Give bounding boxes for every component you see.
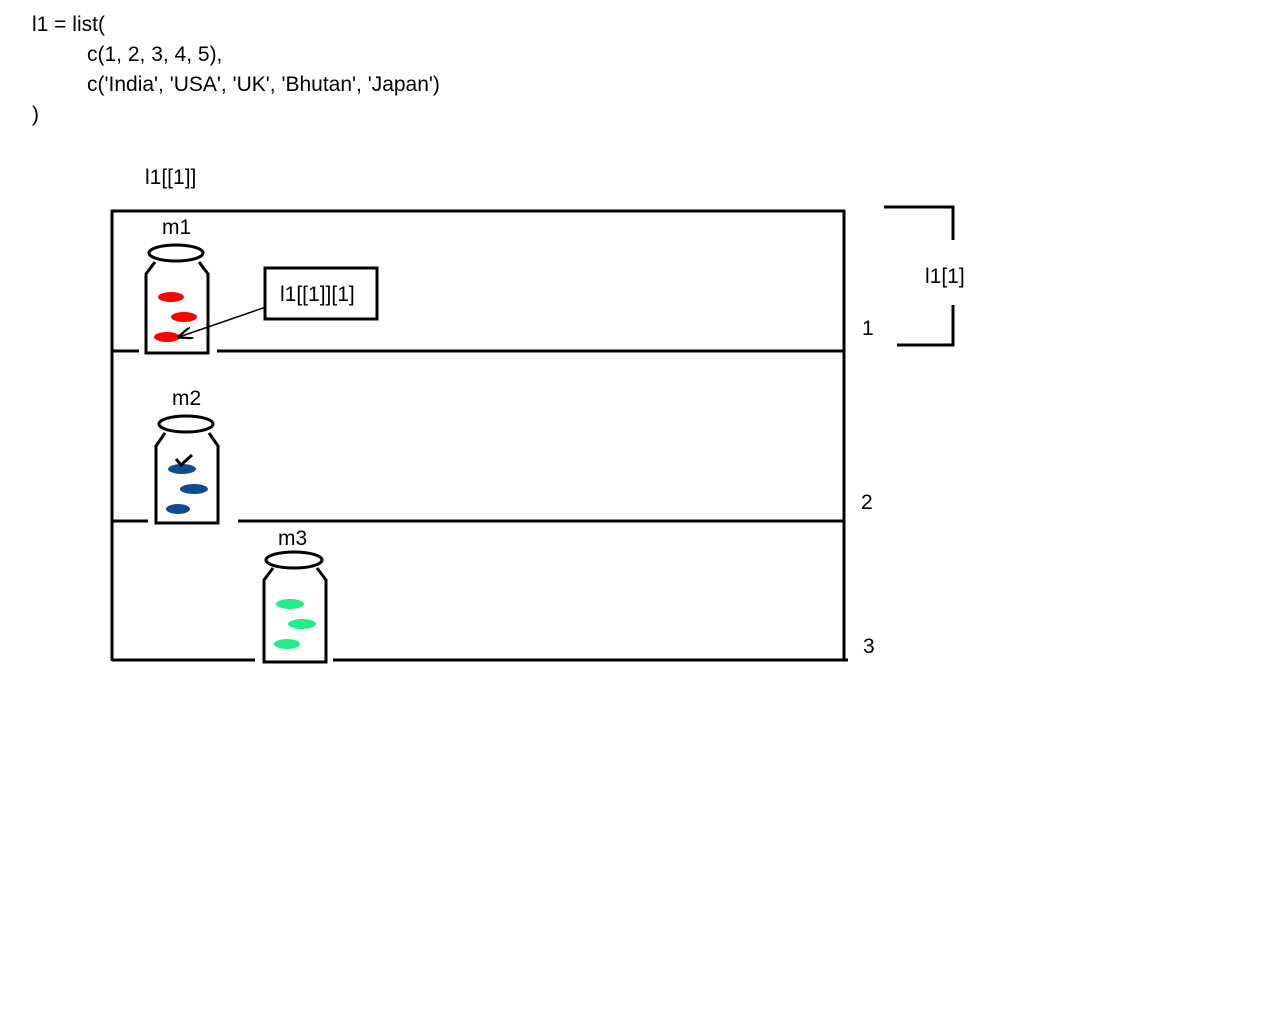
pill (288, 619, 316, 629)
jar-body (262, 567, 328, 664)
pill (171, 312, 197, 322)
callout: l1[[1]][1] (179, 266, 379, 337)
cabinet-frame (110, 209, 848, 662)
pill (180, 484, 208, 494)
element-bracket (884, 205, 955, 347)
jar-m3 (255, 550, 333, 665)
shelf-number-1: 1 (862, 317, 874, 340)
pills (166, 464, 208, 514)
code-line-4: ) (32, 103, 39, 126)
bracket-label: l1[1] (925, 265, 965, 288)
code-line-1: l1 = list( (32, 13, 105, 36)
pill (274, 639, 300, 649)
jar-label-m3: m3 (278, 527, 307, 550)
pill (168, 464, 196, 474)
code-block: l1 = list( c(1, 2, 3, 4, 5), c('India', … (32, 10, 440, 130)
jar-lid (147, 243, 205, 263)
pills (154, 292, 197, 342)
callout-arrow (179, 306, 267, 337)
callout-box (263, 266, 379, 321)
jar-m1 (139, 243, 217, 356)
code-line-2: c(1, 2, 3, 4, 5), (87, 43, 223, 66)
code-line-3: c('India', 'USA', 'UK', 'Bhutan', 'Japan… (87, 73, 440, 96)
callout-label: l1[[1]][1] (280, 283, 355, 306)
outer-label: l1[[1]] (145, 166, 196, 189)
jar-label-m2: m2 (172, 387, 201, 410)
check-mark-icon (174, 453, 194, 468)
jar-body (154, 432, 220, 525)
bracket-top (884, 205, 955, 240)
jar-m2 (148, 414, 238, 526)
jar-lid (157, 414, 215, 434)
bracket-bottom (897, 305, 955, 347)
pill (158, 292, 184, 302)
jar-lid (264, 550, 324, 570)
shelf-number-3: 3 (863, 635, 875, 658)
jar-label-m1: m1 (162, 216, 191, 239)
pill (154, 332, 180, 342)
pill (276, 599, 304, 609)
pill (166, 504, 190, 514)
shelf-number-2: 2 (861, 491, 873, 514)
pills (274, 599, 316, 649)
